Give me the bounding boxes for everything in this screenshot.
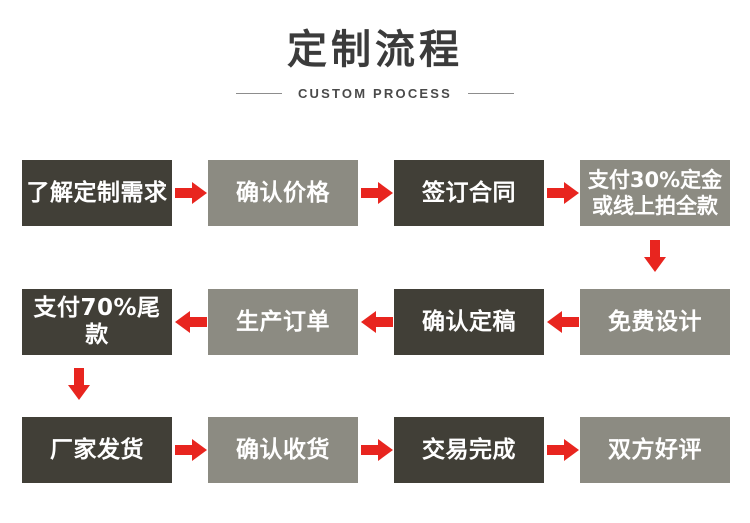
- flow-node-confirm-receipt[interactable]: 确认收货: [208, 417, 358, 483]
- page-subtitle: CUSTOM PROCESS: [297, 86, 453, 101]
- arrow-right-icon: [361, 439, 393, 461]
- flow-node-production-order[interactable]: 生产订单: [208, 289, 358, 355]
- flow-node-label-line2: 或线上拍全款: [592, 194, 718, 218]
- page-title: 定制流程: [287, 27, 463, 73]
- flow-node-confirm-price[interactable]: 确认价格: [208, 160, 358, 226]
- flow-node-confirm-final-draft[interactable]: 确认定稿: [394, 289, 544, 355]
- flow-node-label: 了解定制需求: [26, 179, 168, 206]
- flow-node-pay-deposit[interactable]: 支付30%定金 或线上拍全款: [580, 160, 730, 226]
- flow-node-label: 签订合同: [422, 179, 516, 206]
- arrow-left-icon: [547, 311, 579, 333]
- subtitle-rule-left: [235, 93, 282, 94]
- flow-node-label: 免费设计: [608, 308, 702, 335]
- arrow-right-icon: [175, 182, 207, 204]
- flow-node-label: 交易完成: [422, 436, 516, 463]
- flow-node-understand-requirements[interactable]: 了解定制需求: [22, 160, 172, 226]
- arrow-right-icon: [175, 439, 207, 461]
- flow-node-label: 双方好评: [608, 436, 702, 463]
- flow-node-label: 支付30%定金: [587, 168, 723, 192]
- page-header: 定制流程 CUSTOM PROCESS: [0, 0, 750, 140]
- flow-node-label: 确认价格: [236, 179, 330, 206]
- flow-node-label: 支付70%尾款: [33, 295, 161, 348]
- flow-node-label: 生产订单: [236, 308, 330, 335]
- flow-node-free-design[interactable]: 免费设计: [580, 289, 730, 355]
- flow-node-label: 确认收货: [236, 436, 330, 463]
- subtitle-rule-right: [468, 93, 515, 94]
- flow-node-label: 厂家发货: [50, 436, 144, 463]
- flow-node-mutual-review[interactable]: 双方好评: [580, 417, 730, 483]
- flow-node-pay-balance[interactable]: 支付70%尾款: [22, 289, 172, 355]
- arrow-down-icon: [68, 368, 90, 400]
- flow-node-transaction-complete[interactable]: 交易完成: [394, 417, 544, 483]
- arrow-right-icon: [547, 182, 579, 204]
- arrow-down-icon: [644, 240, 666, 272]
- arrow-right-icon: [361, 182, 393, 204]
- arrow-left-icon: [361, 311, 393, 333]
- arrow-right-icon: [547, 439, 579, 461]
- arrow-left-icon: [175, 311, 207, 333]
- flow-node-factory-ship[interactable]: 厂家发货: [22, 417, 172, 483]
- flow-node-label: 确认定稿: [422, 308, 516, 335]
- flow-node-sign-contract[interactable]: 签订合同: [394, 160, 544, 226]
- subtitle-row: CUSTOM PROCESS: [0, 86, 750, 101]
